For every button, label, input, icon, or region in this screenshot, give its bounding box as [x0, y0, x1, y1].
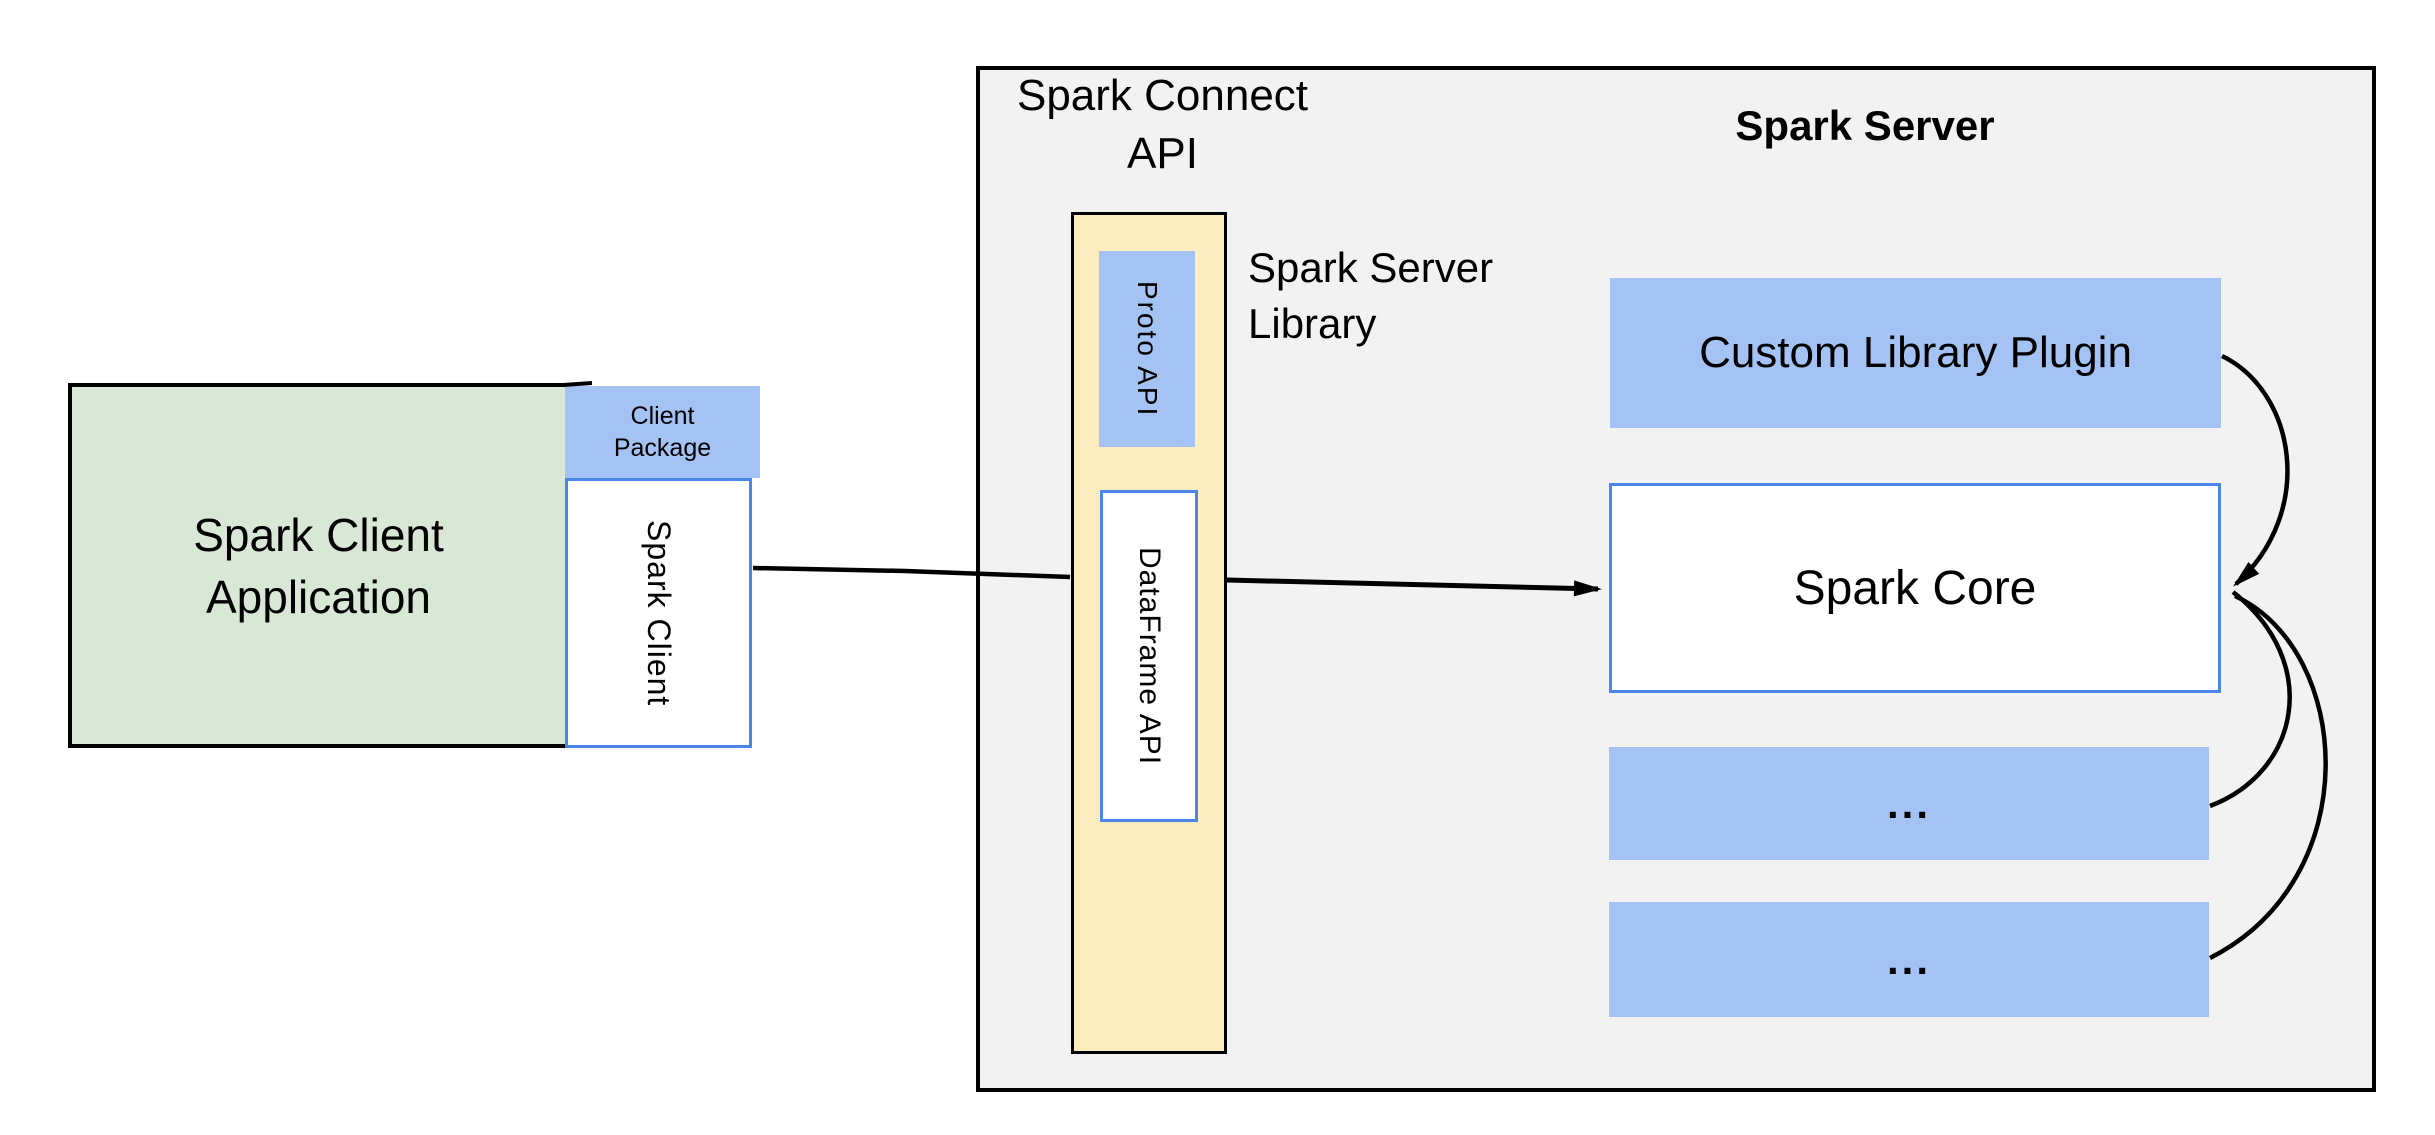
spark-core-label: Spark Core — [1793, 561, 2037, 615]
spark-client-label: Spark Client — [641, 519, 677, 707]
custom-library-plugin-label: Custom Library Plugin — [1699, 328, 2132, 377]
server-extension-box-2: ... — [1609, 902, 2209, 1017]
spark-server-title: Spark Server — [1735, 102, 1995, 149]
server-extension-box-1-label: ... — [1886, 779, 1931, 827]
client-package-box: Client Package — [565, 386, 760, 478]
dataframe-api-box: DataFrame API — [1100, 490, 1198, 822]
spark-client-box: Spark Client — [565, 478, 752, 748]
client-package-label: Client Package — [613, 402, 712, 462]
proto-api-label: Proto API — [1132, 280, 1163, 418]
proto-api-box: Proto API — [1099, 251, 1195, 447]
server-extension-box-2-label: ... — [1886, 935, 1931, 983]
spark-core-box: Spark Core — [1609, 483, 2221, 693]
server-extension-box-1: ... — [1609, 747, 2209, 860]
spark-connect-api-title: Spark Connect API — [1016, 71, 1309, 178]
custom-library-plugin-box: Custom Library Plugin — [1610, 278, 2221, 428]
green-box-border-overshoot — [562, 381, 593, 387]
dataframe-api-label: DataFrame API — [1133, 546, 1166, 766]
spark-client-application-box: Spark Client Application — [68, 383, 565, 748]
spark-server-library-label: Spark Server Library — [1248, 244, 1494, 347]
spark-client-application-label: Spark Client Application — [193, 508, 444, 623]
